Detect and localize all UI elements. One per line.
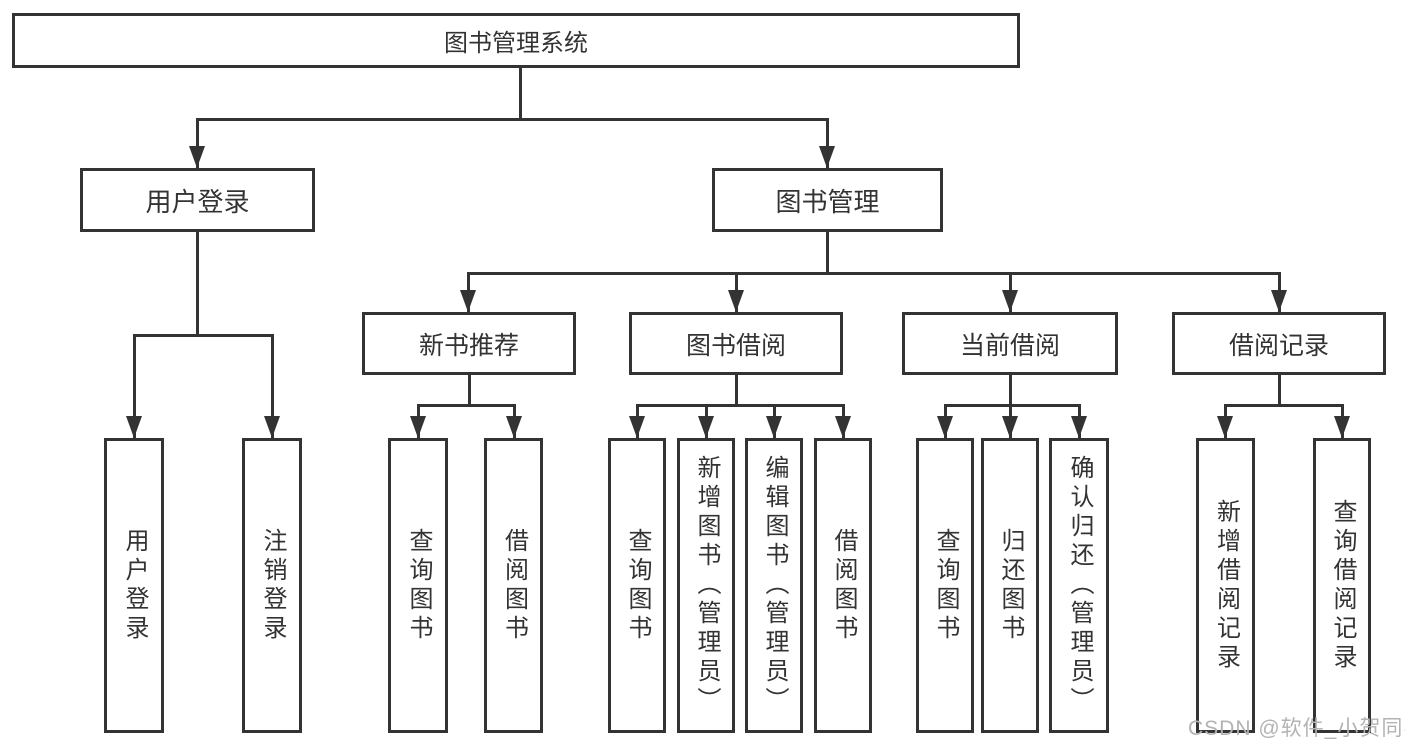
connector-drop-leaf-logout — [270, 333, 274, 438]
arrowhead-leaf-logout — [264, 416, 280, 438]
arrowhead-borrow-1 — [629, 416, 645, 438]
leaf-query-books-3: 查询图书 — [916, 438, 974, 733]
leaf-confirm-return-admin-label: 确认归还（管理员） — [1066, 455, 1093, 716]
node-book-management: 图书管理 — [712, 168, 943, 232]
node-new-book-recommend: 新书推荐 — [362, 312, 576, 375]
node-borrow-record: 借阅记录 — [1172, 312, 1386, 375]
leaf-user-login-label: 用户登录 — [121, 527, 148, 644]
arrowhead-borrow-2 — [698, 416, 714, 438]
node-current-borrow: 当前借阅 — [902, 312, 1118, 375]
leaf-query-books-2-label: 查询图书 — [624, 527, 651, 644]
leaf-query-borrow-record-label: 查询借阅记录 — [1329, 498, 1356, 673]
arrowhead-book-management — [819, 146, 835, 168]
leaf-confirm-return-admin: 确认归还（管理员） — [1049, 438, 1109, 733]
arrowhead-current-1 — [937, 416, 953, 438]
connector-root-hline — [195, 117, 829, 121]
connector-root-stub — [518, 68, 522, 119]
leaf-add-borrow-record-label: 新增借阅记录 — [1212, 498, 1240, 673]
arrowhead-current-borrow — [1002, 290, 1018, 312]
arrowhead-user-login — [189, 146, 205, 168]
leaf-borrow-books-1-label: 借阅图书 — [500, 527, 528, 644]
connector-login-hline — [132, 333, 274, 337]
arrowhead-record-1 — [1217, 416, 1233, 438]
arrowhead-new-book — [460, 290, 476, 312]
arrowhead-record-2 — [1334, 416, 1350, 438]
leaf-add-books-admin-label: 新增图书（管理员） — [693, 455, 720, 716]
connector-borrow-stub — [734, 375, 738, 405]
leaf-borrow-books-2: 借阅图书 — [814, 438, 872, 733]
connector-borrow-hline — [635, 403, 845, 407]
leaf-logout: 注销登录 — [242, 438, 302, 733]
connector-login-stub — [195, 232, 199, 335]
connector-mgmt-stub — [825, 232, 829, 273]
connector-drop-leaf-login — [132, 333, 136, 438]
leaf-query-books-1-label: 查询图书 — [405, 527, 432, 644]
node-book-borrow: 图书借阅 — [629, 312, 843, 375]
leaf-edit-books-admin: 编辑图书（管理员） — [745, 438, 803, 733]
leaf-query-books-3-label: 查询图书 — [932, 527, 959, 644]
arrowhead-book-borrow — [728, 290, 744, 312]
connector-current-hline — [943, 403, 1081, 407]
leaf-borrow-books-2-label: 借阅图书 — [830, 527, 857, 644]
connector-record-stub — [1277, 375, 1281, 405]
arrowhead-leaf-login — [126, 416, 142, 438]
arrowhead-borrow-record — [1271, 290, 1287, 312]
arrowhead-borrow-3 — [766, 416, 782, 438]
leaf-user-login: 用户登录 — [104, 438, 164, 733]
leaf-add-borrow-record: 新增借阅记录 — [1196, 438, 1255, 733]
leaf-return-books: 归还图书 — [981, 438, 1039, 733]
connector-rec-stub — [467, 375, 471, 405]
connector-drop-user-login — [195, 117, 199, 168]
leaf-query-borrow-record: 查询借阅记录 — [1313, 438, 1371, 733]
arrowhead-current-3 — [1071, 416, 1087, 438]
csdn-watermark: CSDN @软件_小贺同学 — [1188, 717, 1405, 740]
leaf-borrow-books-1: 借阅图书 — [484, 438, 543, 733]
leaf-query-books-1: 查询图书 — [388, 438, 448, 733]
leaf-return-books-label: 归还图书 — [997, 527, 1024, 644]
arrowhead-borrow-4 — [835, 416, 851, 438]
arrowhead-rec-1 — [410, 416, 426, 438]
connector-mgmt-hline — [466, 271, 1281, 275]
leaf-add-books-admin: 新增图书（管理员） — [677, 438, 735, 733]
leaf-edit-books-admin-label: 编辑图书（管理员） — [761, 455, 788, 716]
arrowhead-rec-2 — [506, 416, 522, 438]
connector-record-hline — [1223, 403, 1344, 407]
connector-rec-hline — [416, 403, 516, 407]
node-library-management-system: 图书管理系统 — [12, 13, 1020, 68]
leaf-logout-label: 注销登录 — [259, 527, 286, 644]
connector-current-stub — [1008, 375, 1012, 405]
connector-drop-book-management — [825, 117, 829, 168]
arrowhead-current-2 — [1002, 416, 1018, 438]
node-user-login: 用户登录 — [80, 168, 315, 232]
leaf-query-books-2: 查询图书 — [608, 438, 666, 733]
